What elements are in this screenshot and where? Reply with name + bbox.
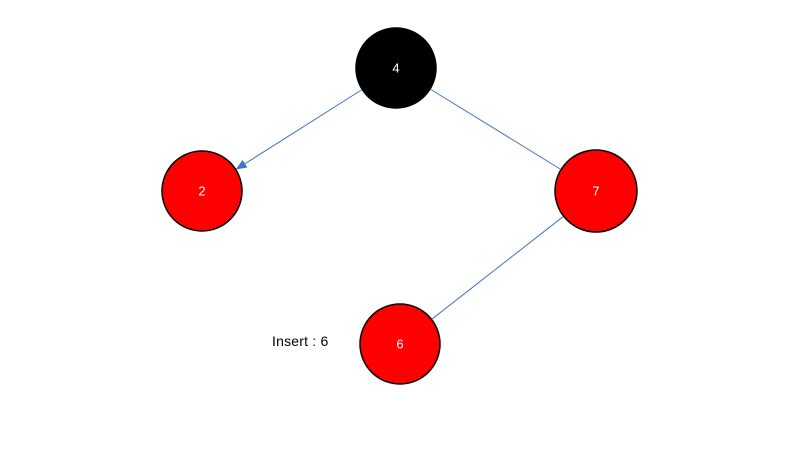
tree-node-2: 2 bbox=[161, 150, 243, 232]
edge-7-to-6 bbox=[431, 216, 564, 320]
node-circle-4 bbox=[355, 27, 437, 109]
node-label-4: 4 bbox=[392, 61, 399, 76]
node-label-6: 6 bbox=[396, 337, 403, 352]
edge-4-to-2 bbox=[235, 89, 362, 170]
edge-4-to-7 bbox=[430, 89, 561, 170]
tree-node-6: 6 bbox=[359, 303, 441, 385]
tree-node-4: 4 bbox=[355, 27, 437, 109]
node-label-7: 7 bbox=[592, 184, 599, 199]
insert-annotation: Insert : 6 bbox=[272, 333, 329, 349]
node-circle-2 bbox=[161, 150, 243, 232]
tree-node-7: 7 bbox=[554, 149, 638, 233]
node-circle-7 bbox=[554, 149, 638, 233]
node-circle-6 bbox=[359, 303, 441, 385]
node-label-2: 2 bbox=[198, 184, 205, 199]
